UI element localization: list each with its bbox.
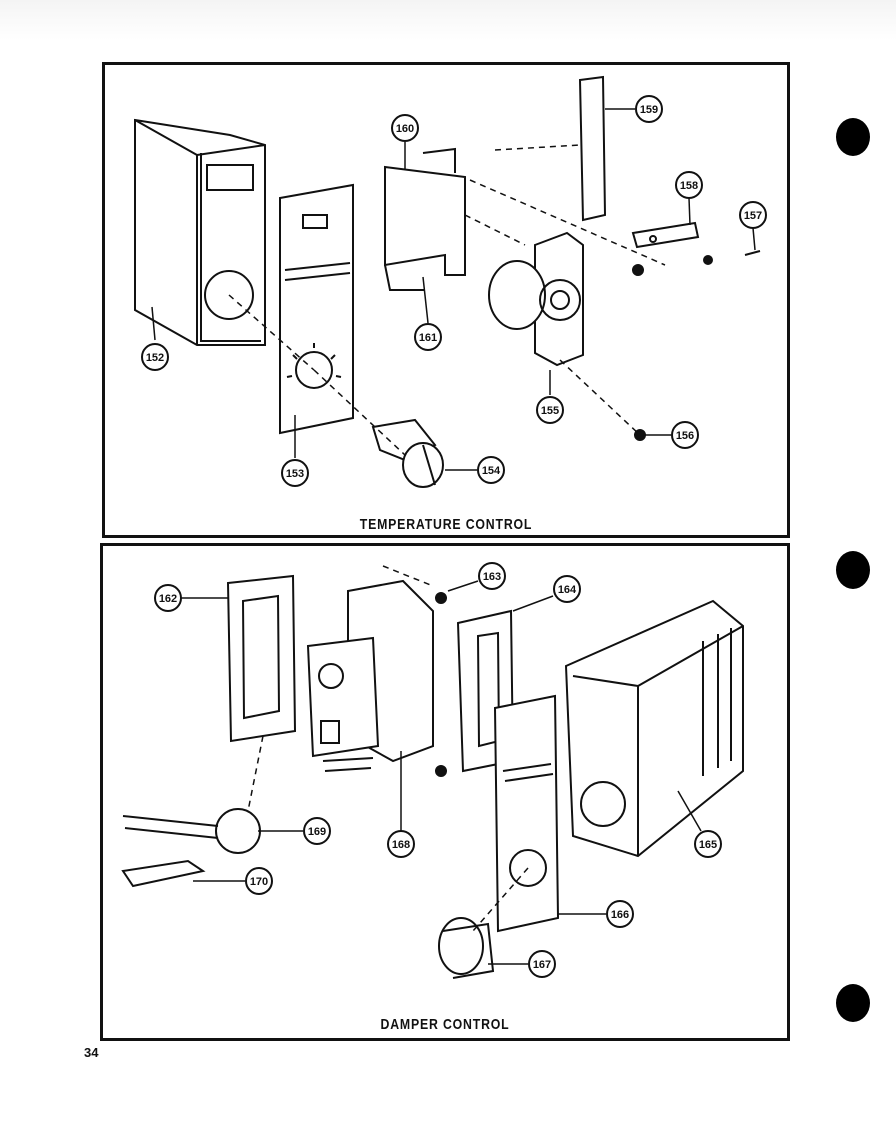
svg-text:152: 152 (146, 352, 164, 364)
part-165-cover (564, 599, 744, 858)
svg-text:170: 170 (250, 876, 268, 888)
svg-text:158: 158 (680, 180, 698, 192)
part-152-cover (134, 118, 266, 346)
callout-155: 155 (536, 370, 564, 424)
callout-162: 162 (154, 584, 228, 612)
temperature-control-panel: 152 153 154 155 156 (102, 62, 790, 538)
svg-text:165: 165 (699, 839, 717, 851)
part-158-clamp (631, 221, 700, 249)
callout-168: 168 (387, 751, 415, 858)
callout-163: 163 (447, 562, 506, 592)
callout-165: 165 (677, 790, 722, 858)
punch-hole-bottom (836, 984, 870, 1022)
callout-156: 156 (645, 421, 699, 449)
svg-text:169: 169 (308, 826, 326, 838)
callout-159: 159 (605, 95, 663, 123)
svg-text:159: 159 (640, 104, 658, 116)
assembly-lines (228, 144, 666, 456)
part-154-knob (371, 418, 444, 488)
part-153-dial-plate (279, 183, 354, 435)
callouts: 152 153 154 155 156 (141, 95, 767, 487)
callout-170: 170 (193, 867, 273, 895)
callout-160: 160 (391, 114, 419, 170)
screws (632, 250, 761, 441)
page-number: 34 (84, 1045, 99, 1060)
damper-control-panel: 162 163 164 165 166 (100, 543, 790, 1041)
part-162-frame (226, 574, 297, 743)
part-166-plate (493, 694, 560, 933)
temperature-control-diagram: 152 153 154 155 156 (134, 75, 767, 488)
svg-text:161: 161 (419, 332, 437, 344)
damper-control-caption: DAMPER CONTROL (380, 1016, 510, 1033)
screw-top (435, 592, 447, 604)
part-170-clip (121, 859, 206, 888)
part-159-tube (578, 75, 607, 222)
callout-166: 166 (558, 900, 634, 928)
svg-text:153: 153 (286, 468, 304, 480)
svg-text:155: 155 (541, 405, 559, 417)
scan-edge (0, 0, 896, 40)
punch-hole-middle (836, 551, 870, 589)
callout-169: 169 (258, 817, 331, 845)
svg-text:162: 162 (159, 593, 177, 605)
callout-167: 167 (488, 950, 556, 978)
callout-164: 164 (512, 575, 581, 612)
part-167-knob (438, 917, 495, 979)
part-155-thermostat (488, 231, 584, 367)
part-163-motor (306, 579, 434, 772)
callout-158: 158 (675, 171, 703, 226)
callout-161: 161 (414, 276, 442, 351)
damper-control-diagram: 162 163 164 165 166 (121, 562, 744, 979)
part-169-sensor (122, 808, 261, 854)
svg-text:168: 168 (392, 839, 410, 851)
callouts: 162 163 164 165 166 (154, 562, 722, 978)
svg-text:154: 154 (482, 465, 501, 477)
svg-text:163: 163 (483, 571, 501, 583)
svg-text:167: 167 (533, 959, 551, 971)
assembly-lines (247, 565, 529, 932)
svg-text:160: 160 (396, 123, 414, 135)
callout-152: 152 (141, 306, 169, 371)
svg-text:164: 164 (558, 584, 577, 596)
temperature-control-caption: TEMPERATURE CONTROL (359, 516, 533, 533)
svg-text:157: 157 (744, 210, 762, 222)
svg-text:156: 156 (676, 430, 694, 442)
punch-hole-top (836, 118, 870, 156)
screw-bottom (435, 765, 447, 777)
callout-157: 157 (739, 201, 767, 251)
part-160-bracket (384, 147, 466, 291)
callout-154: 154 (445, 456, 505, 484)
svg-text:166: 166 (611, 909, 629, 921)
callout-153: 153 (281, 415, 309, 487)
